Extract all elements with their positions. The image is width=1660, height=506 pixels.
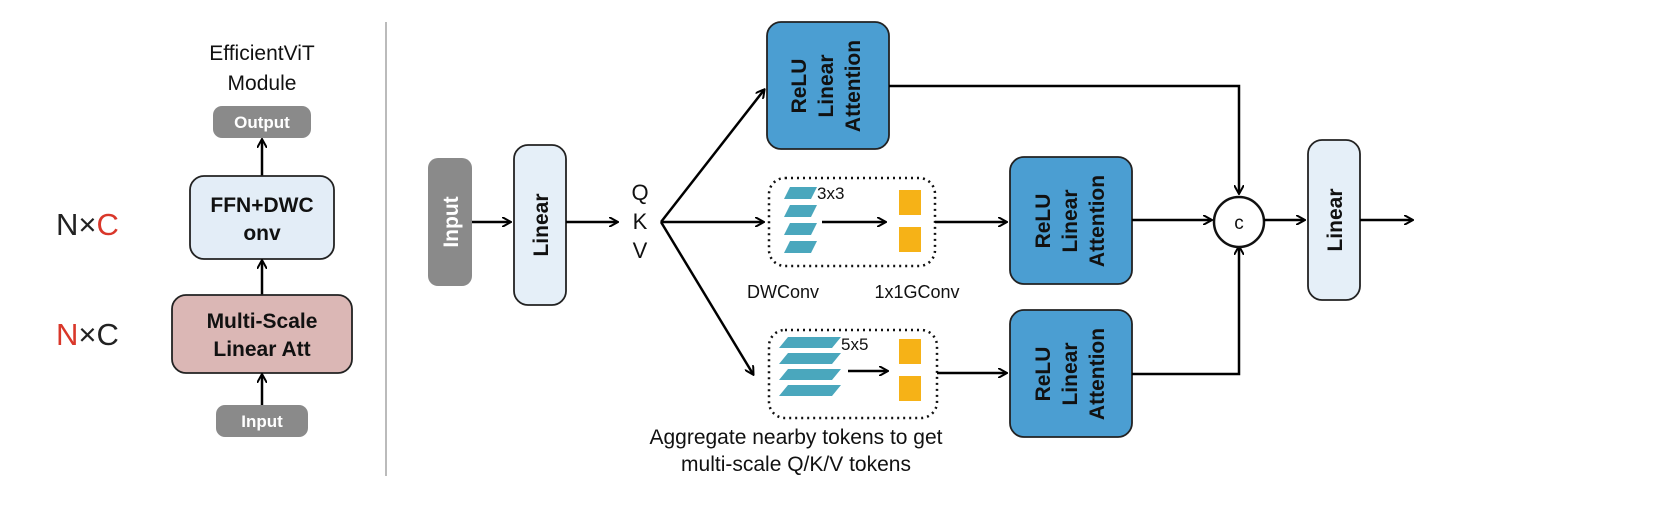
ffn-label-line2: onv bbox=[243, 222, 281, 245]
linear-input-label: Linear bbox=[530, 193, 553, 256]
module-panel: EfficientViT Module Output FFN+DWC onv M… bbox=[56, 42, 353, 437]
arrow-top-attention-to-concat bbox=[889, 84, 1239, 193]
relu-bottom-label-line3: Attention bbox=[1086, 328, 1109, 420]
token-slab bbox=[784, 205, 817, 217]
token-slab bbox=[779, 385, 841, 396]
relu-bottom-label-line2: Linear bbox=[1059, 342, 1082, 405]
input-node-vertical bbox=[428, 158, 472, 286]
output-label: Output bbox=[234, 113, 290, 132]
gconv-token-5x5-top bbox=[899, 339, 921, 364]
multi-scale-linear-attention-block bbox=[171, 294, 353, 374]
token-slab bbox=[779, 353, 841, 364]
msla-label-line2: Linear Att bbox=[213, 338, 310, 361]
relu-mid-label-line3: Attention bbox=[1086, 175, 1109, 267]
linear-output-label: Linear bbox=[1324, 188, 1347, 251]
token-slab bbox=[779, 337, 841, 348]
ffn-label-line1: FFN+DWC bbox=[210, 194, 313, 217]
concat-label: c bbox=[1234, 213, 1244, 234]
token-slab bbox=[779, 369, 841, 380]
input-label: Input bbox=[241, 412, 283, 431]
dwconv-5x5-tokens bbox=[779, 337, 841, 396]
concat-node bbox=[1212, 195, 1266, 249]
relu-top-label-line2: Linear bbox=[815, 54, 838, 117]
v-label: V bbox=[633, 238, 648, 263]
gconv-token-3x3-bottom bbox=[899, 227, 921, 252]
input-node bbox=[216, 405, 308, 437]
dwconv-label: DWConv bbox=[747, 282, 819, 302]
relu-top-label-line1: ReLU bbox=[788, 59, 811, 114]
module-title: EfficientViT bbox=[209, 42, 315, 65]
token-slab bbox=[784, 241, 817, 253]
relu-bottom-label-line1: ReLU bbox=[1032, 347, 1055, 402]
arrow-bottom-attention-to-concat bbox=[1132, 247, 1239, 376]
ffn-dwconv-block bbox=[189, 175, 335, 260]
kernel-5x5-label: 5x5 bbox=[841, 335, 868, 354]
linear-input-block bbox=[513, 144, 567, 306]
module-title-line2: Module bbox=[228, 72, 297, 95]
gconv-token-5x5-bottom bbox=[899, 376, 921, 401]
relu-mid-label-line2: Linear bbox=[1059, 189, 1082, 252]
nc-label-ffn: N×C bbox=[56, 207, 119, 242]
input-vertical-label: Input bbox=[440, 196, 463, 247]
token-slab bbox=[784, 187, 817, 199]
arrow-qkv-to-5x5-aggregation bbox=[659, 221, 753, 374]
k-label: K bbox=[633, 209, 648, 234]
relu-top-label-line3: Attention bbox=[842, 40, 865, 132]
gconv-token-3x3-top bbox=[899, 190, 921, 215]
arrow-qkv-to-top-attention bbox=[660, 90, 764, 223]
msla-label-line1: Multi-Scale bbox=[207, 310, 318, 333]
aggregation-caption-line1: Aggregate nearby tokens to get bbox=[649, 426, 942, 449]
relu-mid-label-line1: ReLU bbox=[1032, 194, 1055, 249]
multiscale-attention-panel: Input Linear Q K V ReLU Linear Attention… bbox=[428, 21, 1412, 476]
gconv-label: 1x1GConv bbox=[874, 282, 959, 302]
token-slab bbox=[784, 223, 817, 235]
output-node bbox=[213, 106, 311, 138]
aggregation-caption-line2: multi-scale Q/K/V tokens bbox=[681, 453, 911, 476]
kernel-3x3-label: 3x3 bbox=[817, 184, 844, 203]
nc-label-msla: N×C bbox=[56, 317, 119, 352]
q-label: Q bbox=[631, 180, 648, 205]
dwconv-3x3-tokens bbox=[784, 187, 817, 253]
aggregation-5x5-box bbox=[767, 328, 939, 420]
